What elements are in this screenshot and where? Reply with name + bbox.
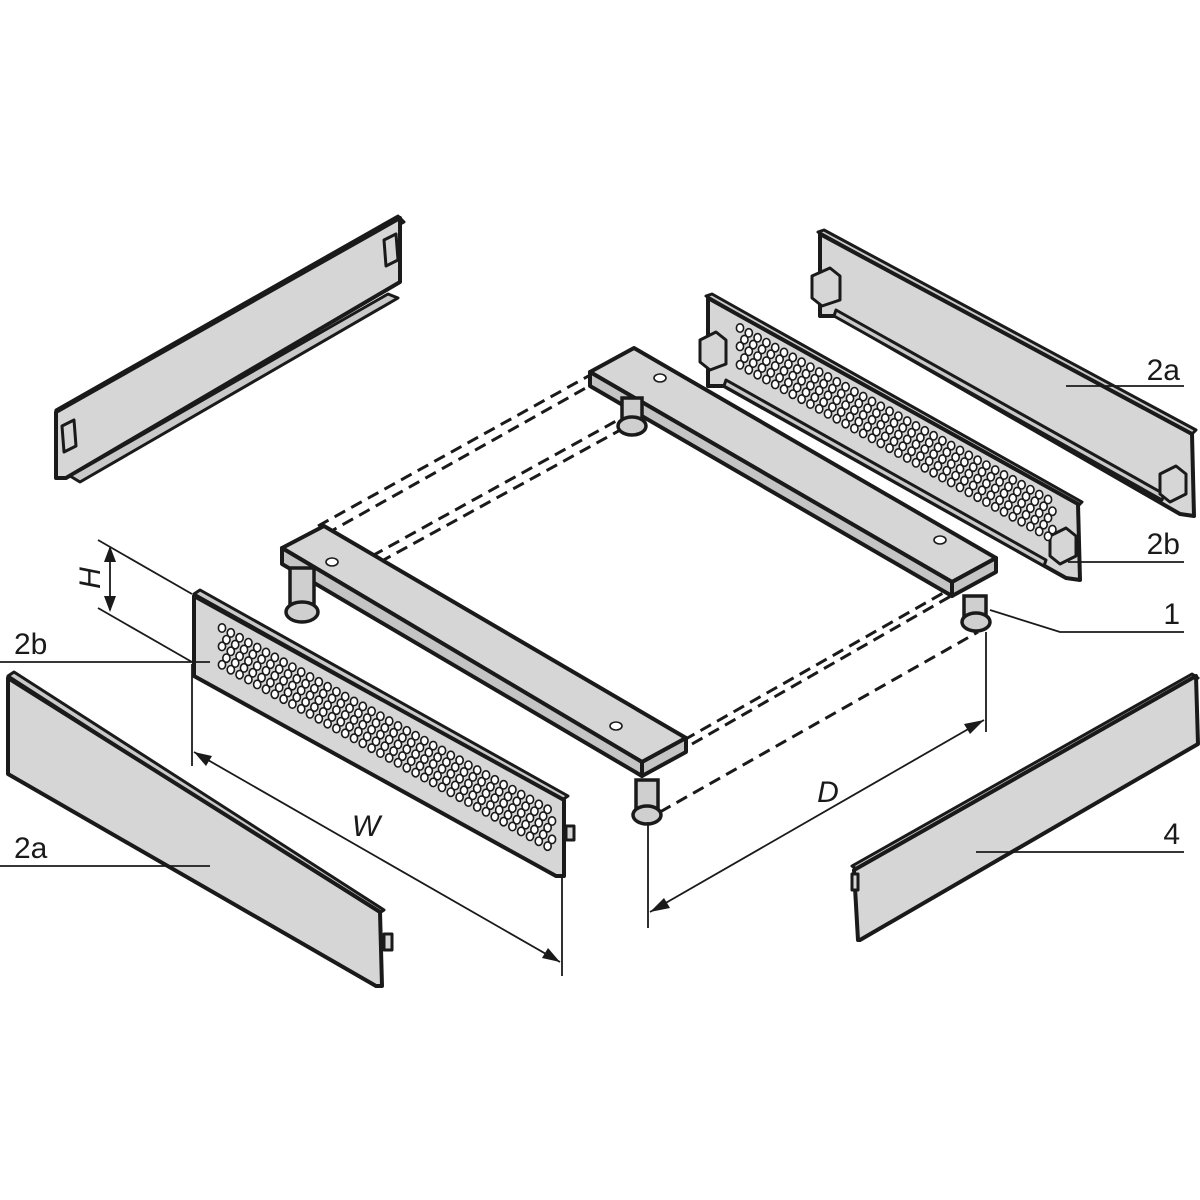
panel-2a-rear: [810, 228, 1198, 518]
dimension-W-label: W: [352, 810, 383, 843]
callout-4: 4: [976, 818, 1184, 853]
front-rail: [280, 524, 688, 826]
perforation-pattern: [735, 322, 1057, 542]
panel-2b-front: [192, 588, 576, 878]
perforation-pattern: [217, 622, 557, 852]
callout-2b-left: 2b: [0, 628, 210, 663]
callout-1: 1: [989, 598, 1184, 633]
frame-footprint-dashed: [317, 372, 979, 814]
panel-2b-rear: [698, 292, 1084, 582]
base-frame-part-1: [280, 346, 998, 826]
dimension-W: W: [191, 664, 563, 976]
callout-2a-left: 2a: [0, 832, 210, 867]
panel-4: [850, 672, 1200, 942]
svg-text:2b: 2b: [1147, 528, 1180, 561]
dimension-H-label: H: [74, 567, 107, 589]
panel-rear-left: [54, 214, 406, 484]
dimension-D: D: [647, 632, 987, 928]
callout-2b-right: 2b: [1068, 528, 1184, 563]
svg-text:4: 4: [1163, 818, 1180, 851]
dimension-H: H: [74, 539, 193, 663]
svg-text:2b: 2b: [14, 628, 47, 661]
svg-text:2a: 2a: [1147, 354, 1181, 387]
rear-rail: [588, 346, 998, 633]
panel-2a-front: [6, 670, 394, 988]
svg-text:2a: 2a: [14, 832, 48, 865]
dimension-D-label: D: [817, 776, 839, 809]
callout-2a-right: 2a: [1066, 354, 1184, 387]
svg-text:1: 1: [1163, 598, 1180, 631]
